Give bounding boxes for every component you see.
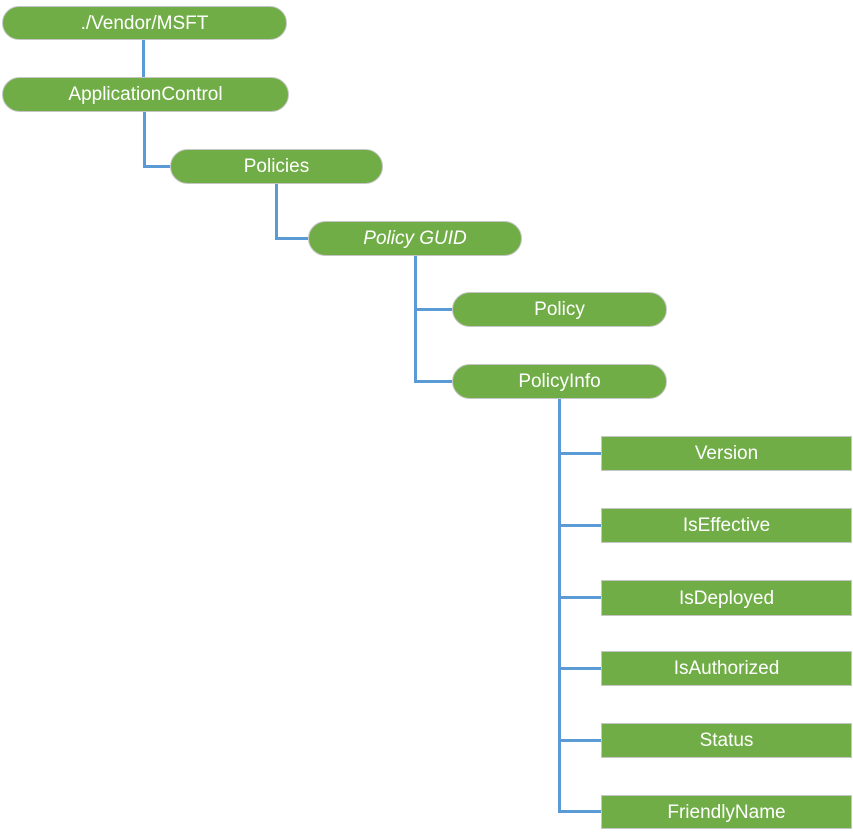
node-isauthorized-label: IsAuthorized — [673, 658, 780, 679]
node-policy-guid: Policy GUID — [308, 221, 522, 256]
connector-policyguid-children-vertical — [414, 256, 417, 383]
node-friendlyname-label: FriendlyName — [667, 801, 786, 823]
connector-applicationcontrol-to-policies-vertical — [143, 112, 146, 168]
node-vendor-msft: ./Vendor/MSFT — [2, 6, 287, 40]
node-applicationcontrol: ApplicationControl — [2, 77, 289, 112]
node-applicationcontrol-label: ApplicationControl — [68, 84, 223, 105]
connector-policyinfo-to-isauthorized — [558, 667, 601, 670]
connector-policies-to-policyguid-vertical — [275, 184, 278, 240]
node-isdeployed: IsDeployed — [601, 580, 852, 616]
connector-policyinfo-children-vertical — [558, 399, 561, 813]
node-status: Status — [601, 723, 852, 758]
connector-policies-to-policyguid-horizontal — [275, 237, 308, 240]
node-friendlyname: FriendlyName — [601, 795, 852, 829]
node-policy: Policy — [452, 292, 667, 327]
node-isauthorized: IsAuthorized — [601, 651, 852, 686]
connector-applicationcontrol-to-policies-horizontal — [143, 165, 170, 168]
connector-policyinfo-to-iseffective — [558, 524, 601, 527]
node-policyinfo-label: PolicyInfo — [518, 371, 601, 392]
connector-policyinfo-to-status — [558, 739, 601, 742]
connector-policyguid-to-policy — [414, 308, 452, 311]
node-policies: Policies — [170, 149, 383, 184]
connector-policyinfo-to-isdeployed — [558, 596, 601, 599]
node-status-label: Status — [699, 730, 754, 751]
node-iseffective-label: IsEffective — [682, 515, 771, 536]
connector-policyinfo-to-version — [558, 452, 601, 455]
node-policy-guid-label: Policy GUID — [363, 228, 467, 249]
node-isdeployed-label: IsDeployed — [678, 587, 775, 609]
node-version: Version — [601, 436, 852, 471]
node-vendor-msft-label: ./Vendor/MSFT — [80, 12, 209, 34]
node-policy-label: Policy — [534, 299, 585, 320]
node-policyinfo: PolicyInfo — [452, 364, 667, 399]
node-version-label: Version — [694, 443, 759, 464]
connector-vendor-to-applicationcontrol — [142, 40, 145, 77]
node-policies-label: Policies — [243, 156, 310, 177]
node-iseffective: IsEffective — [601, 508, 852, 543]
connector-policyguid-to-policyinfo — [414, 380, 452, 383]
connector-policyinfo-to-friendlyname — [558, 810, 601, 813]
